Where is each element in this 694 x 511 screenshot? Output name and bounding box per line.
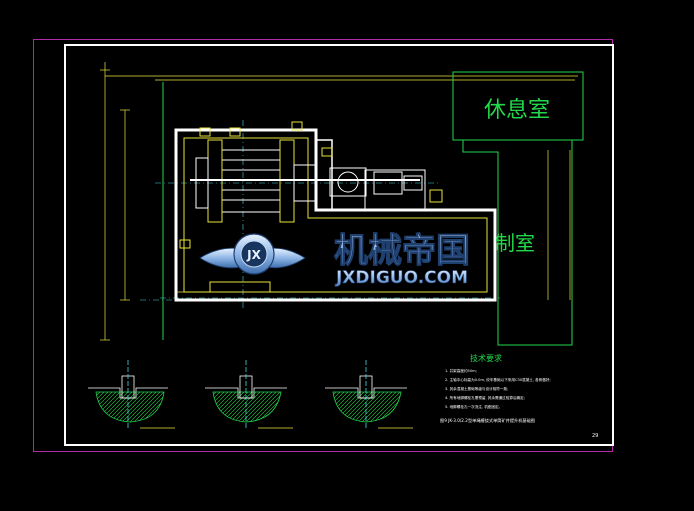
sheet-inner-frame — [64, 44, 614, 446]
section-detail-1 — [88, 360, 175, 430]
control-room-label: 制室 — [495, 231, 535, 255]
tech-note-4: 4. 所有地脚螺栓孔需预留, 其余需通过验算后确定; — [445, 395, 525, 400]
tech-note-1: 1. 井架高度约50m; — [445, 368, 477, 373]
watermark: JX 机械帝国 JXDIGUO.COM — [199, 231, 471, 288]
section-details — [88, 360, 413, 430]
watermark-en-text: JXDIGUO.COM — [335, 268, 468, 288]
hoist-drum — [179, 121, 443, 293]
watermark-cn-text: 机械帝国 — [334, 231, 470, 271]
building-outline — [162, 71, 584, 346]
tech-note-5: 5. 地脚螺栓孔一次浇注, 机座固定。 — [445, 404, 502, 409]
watermark-badge-text: JX — [246, 248, 261, 262]
technical-requirements: 技术要求 1. 井架高度约50m; 2. 主轴中心标高为0.0m, 绞车基础以下… — [445, 353, 551, 409]
page-number: 29 — [592, 433, 598, 439]
section-detail-3 — [325, 360, 413, 430]
tech-note-2: 2. 主轴中心标高为0.0m, 绞车基础以下采用C30混凝土, 各侧做好; — [445, 377, 551, 382]
section-detail-2 — [205, 360, 293, 430]
rest-room-label: 休息室 — [484, 98, 550, 123]
drawing-title: 图9 JK-3.0/2.2型单绳缠绕式单筒矿井提升机基础图 — [440, 417, 535, 424]
tech-note-3: 3. 其余混凝土基础等级与设计相符一致; — [445, 386, 508, 391]
tech-requirements-title: 技术要求 — [470, 353, 502, 363]
